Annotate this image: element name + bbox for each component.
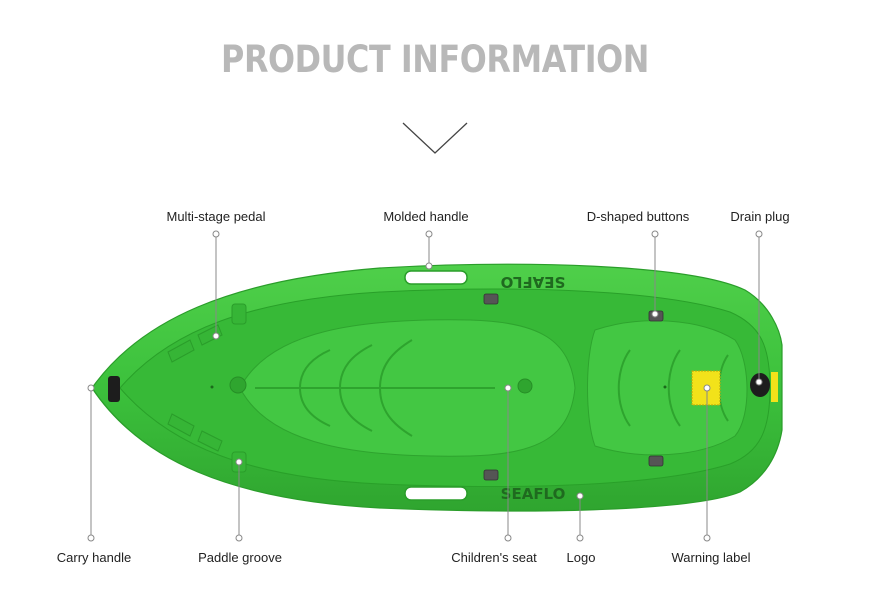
logo-text-bottom: SEAFLO xyxy=(501,485,566,503)
label-molded-handle: Molded handle xyxy=(383,209,469,224)
chevron-down-icon xyxy=(402,122,468,154)
label-childrens-seat: Children's seat xyxy=(451,550,537,565)
label-warning-label: Warning label xyxy=(671,550,751,565)
label-drain-plug: Drain plug xyxy=(730,209,790,224)
rear-well xyxy=(587,320,748,456)
label-logo: Logo xyxy=(566,550,596,565)
callout-lines xyxy=(87,230,763,542)
page-title: PRODUCT INFORMATION xyxy=(221,38,649,81)
herringbone-ribs xyxy=(255,339,495,437)
molded-handles xyxy=(404,270,468,501)
carry-handle xyxy=(108,376,120,402)
label-d-shaped-buttons: D-shaped buttons xyxy=(586,209,690,224)
logo-text-top: SEAFLO xyxy=(501,273,566,291)
label-multi-stage-pedal: Multi-stage pedal xyxy=(166,209,266,224)
label-paddle-groove: Paddle groove xyxy=(198,550,282,565)
label-carry-handle: Carry handle xyxy=(56,550,132,565)
